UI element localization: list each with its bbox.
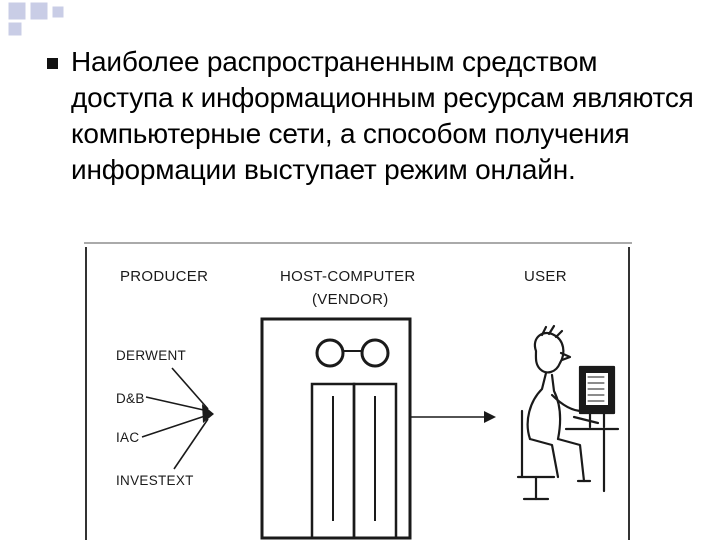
- bullet-item: Наиболее распространенным средством дост…: [40, 44, 700, 188]
- bullet-text: Наиболее распространенным средством дост…: [71, 46, 694, 185]
- arrow-db: [145, 396, 209, 412]
- vendor-header: (VENDOR): [312, 291, 389, 308]
- source-label-iac: IAC: [116, 430, 139, 445]
- corner-decoration: [7, 1, 65, 37]
- tape-reel-right-icon: [360, 338, 390, 368]
- arrow-investext: [173, 418, 209, 470]
- user-at-computer-icon: [516, 324, 620, 501]
- diagram-canvas: PRODUCER HOST-COMPUTER (VENDOR) USER DER…: [84, 242, 632, 540]
- bullet-square-icon: [47, 58, 58, 69]
- source-label-db: D&B: [116, 391, 145, 406]
- producer-header: PRODUCER: [120, 268, 208, 285]
- network-diagram: PRODUCER HOST-COMPUTER (VENDOR) USER DER…: [84, 241, 636, 540]
- arrow-iac: [141, 414, 209, 438]
- cabinet-door-right: [352, 382, 398, 540]
- source-label-derwent: DERWENT: [116, 348, 186, 363]
- tape-reel-left-icon: [315, 338, 345, 368]
- source-label-investext: INVESTEXT: [116, 473, 194, 488]
- user-header: USER: [524, 268, 567, 285]
- host-computer-header: HOST-COMPUTER: [280, 268, 416, 285]
- arrow-derwent: [171, 367, 209, 410]
- arrowhead-to-user: [484, 411, 496, 423]
- arrowhead-into-host: [202, 404, 214, 423]
